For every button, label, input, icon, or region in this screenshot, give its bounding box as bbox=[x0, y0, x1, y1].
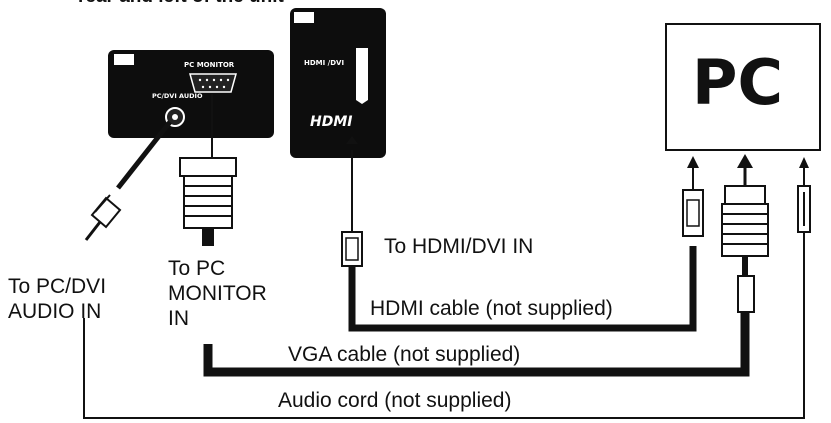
pc-monitor-port bbox=[189, 73, 237, 93]
hdmi-cable-label: HDMI cable (not supplied) bbox=[370, 297, 613, 320]
to-pc-dvi-audio-in-label: To PC/DVI AUDIO IN bbox=[8, 275, 107, 323]
audio-cord-line bbox=[83, 232, 805, 419]
audio-cord-label: Audio cord (not supplied) bbox=[278, 389, 512, 412]
audio-plug-right bbox=[797, 157, 811, 233]
vga-cable-label: VGA cable (not supplied) bbox=[288, 343, 521, 366]
header-text: rear and left of the unit bbox=[78, 0, 284, 8]
left-terminal-panel: IN PC MONITOR PC/DVI AUDIO bbox=[108, 50, 274, 138]
vga-plug-left bbox=[179, 94, 237, 246]
to-pc-monitor-in-label: To PC MONITOR IN bbox=[168, 257, 267, 330]
left-in-tag: IN bbox=[117, 56, 127, 65]
hdmi-plug-right bbox=[682, 156, 704, 237]
pc-dvi-audio-port-label: PC/DVI AUDIO bbox=[152, 92, 203, 100]
pc-label: PC bbox=[692, 46, 783, 119]
to-hdmi-dvi-in-label: To HDMI/DVI IN bbox=[384, 235, 534, 258]
hdmi-plug-left bbox=[341, 136, 363, 267]
audio-cable-left bbox=[84, 120, 172, 241]
hdmi-port bbox=[356, 48, 368, 104]
vga-plug-right bbox=[721, 154, 769, 313]
hdmi-logo: HDMI bbox=[310, 114, 352, 130]
hdmi-in-tag: IN bbox=[297, 14, 307, 23]
vga-cable-line bbox=[203, 312, 750, 377]
hdmi-cable-line bbox=[348, 246, 697, 332]
pc-box bbox=[665, 23, 821, 151]
hdmi-terminal-panel: IN HDMI /DVI HDMI bbox=[290, 8, 386, 158]
pc-monitor-port-label: PC MONITOR bbox=[184, 61, 235, 69]
hdmi-dvi-port-label: HDMI /DVI bbox=[304, 59, 344, 67]
